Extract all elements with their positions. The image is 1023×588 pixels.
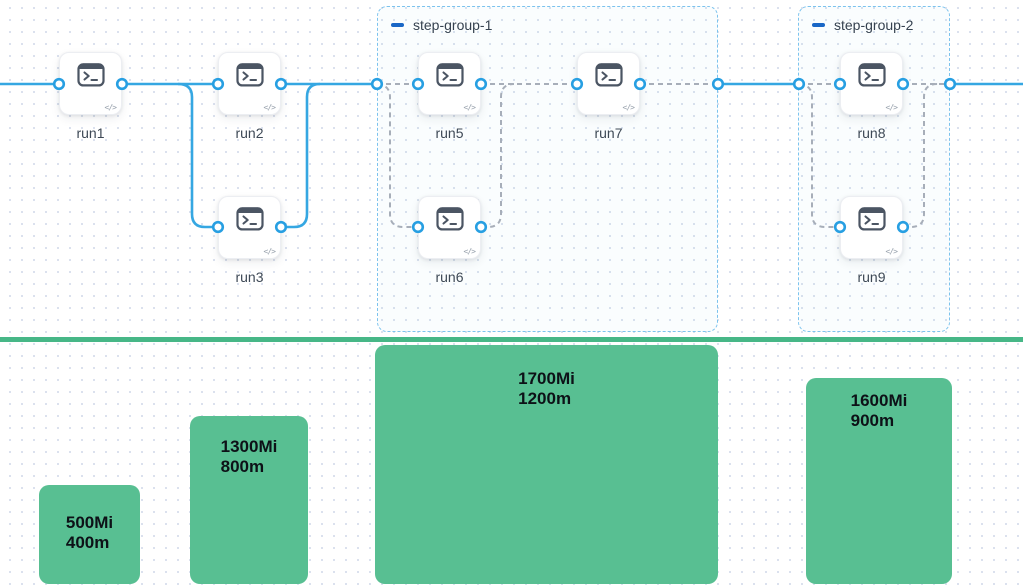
port-run7-in[interactable]	[570, 77, 584, 91]
code-icon: </>	[104, 103, 117, 112]
memory-value: 500Mi	[65, 513, 114, 532]
port-run8-in[interactable]	[833, 77, 847, 91]
node-run6[interactable]: </>	[418, 196, 481, 259]
node-label-run9: run9	[857, 269, 886, 285]
terminal-icon	[857, 206, 886, 236]
step-group-1-header: step-group-1	[378, 7, 717, 33]
node-run7[interactable]: </>	[577, 52, 640, 115]
port-group1-in[interactable]	[370, 77, 384, 91]
node-label-run8: run8	[857, 125, 886, 141]
port-run1-in[interactable]	[52, 77, 66, 91]
terminal-icon	[435, 62, 464, 92]
terminal-icon	[235, 206, 264, 236]
port-run3-out[interactable]	[274, 220, 288, 234]
resource-bar-1: 500Mi 400m	[39, 485, 140, 584]
step-group-2-header: step-group-2	[799, 7, 949, 33]
cpu-value: 900m	[850, 411, 895, 430]
port-run9-out[interactable]	[896, 220, 910, 234]
node-run5[interactable]: </>	[418, 52, 481, 115]
resource-divider-line	[0, 337, 1023, 342]
code-icon: </>	[885, 247, 898, 256]
code-icon: </>	[463, 103, 476, 112]
resource-bar-1-label: 500Mi 400m	[66, 513, 113, 584]
memory-value: 1600Mi	[850, 391, 908, 410]
terminal-icon	[594, 62, 623, 92]
collapse-dash-icon[interactable]	[812, 23, 825, 27]
resource-bar-3-label: 1700Mi 1200m	[518, 369, 575, 584]
code-icon: </>	[263, 247, 276, 256]
resource-bar-3: 1700Mi 1200m	[375, 345, 718, 584]
resource-bar-2-label: 1300Mi 800m	[221, 437, 278, 584]
node-label-run6: run6	[435, 269, 464, 285]
cpu-value: 800m	[220, 457, 265, 476]
resource-bar-2: 1300Mi 800m	[190, 416, 308, 584]
terminal-icon	[435, 206, 464, 236]
memory-value: 1700Mi	[518, 369, 575, 388]
cpu-value: 400m	[65, 533, 110, 552]
port-run5-out[interactable]	[474, 77, 488, 91]
node-run3[interactable]: </>	[218, 196, 281, 259]
node-run2[interactable]: </>	[218, 52, 281, 115]
node-label-run7: run7	[594, 125, 623, 141]
terminal-icon	[857, 62, 886, 92]
port-group1-out[interactable]	[711, 77, 725, 91]
port-run5-in[interactable]	[411, 77, 425, 91]
port-run3-in[interactable]	[211, 220, 225, 234]
collapse-dash-icon[interactable]	[391, 23, 404, 27]
node-label-run3: run3	[235, 269, 264, 285]
port-group2-in[interactable]	[792, 77, 806, 91]
code-icon: </>	[622, 103, 635, 112]
node-run8[interactable]: </>	[840, 52, 903, 115]
port-run7-out[interactable]	[633, 77, 647, 91]
edge-run3-group1	[281, 82, 321, 229]
node-run1[interactable]: </>	[59, 52, 122, 115]
port-run8-out[interactable]	[896, 77, 910, 91]
port-run1-out[interactable]	[115, 77, 129, 91]
step-group-1-label: step-group-1	[413, 17, 493, 33]
memory-value: 1300Mi	[220, 437, 278, 456]
code-icon: </>	[463, 247, 476, 256]
node-label-run1: run1	[76, 125, 105, 141]
port-run6-in[interactable]	[411, 220, 425, 234]
node-run9[interactable]: </>	[840, 196, 903, 259]
terminal-icon	[235, 62, 264, 92]
port-run6-out[interactable]	[474, 220, 488, 234]
node-label-run5: run5	[435, 125, 464, 141]
code-icon: </>	[263, 103, 276, 112]
code-icon: </>	[885, 103, 898, 112]
cpu-value: 1200m	[518, 389, 572, 408]
edge-run1-run3	[177, 82, 218, 229]
node-label-run2: run2	[235, 125, 264, 141]
port-run9-in[interactable]	[833, 220, 847, 234]
resource-bar-4-label: 1600Mi 900m	[851, 391, 908, 584]
step-group-2-label: step-group-2	[834, 17, 914, 33]
port-group2-out[interactable]	[943, 77, 957, 91]
terminal-icon	[76, 62, 105, 92]
port-run2-in[interactable]	[211, 77, 225, 91]
resource-bar-4: 1600Mi 900m	[806, 378, 952, 584]
port-run2-out[interactable]	[274, 77, 288, 91]
